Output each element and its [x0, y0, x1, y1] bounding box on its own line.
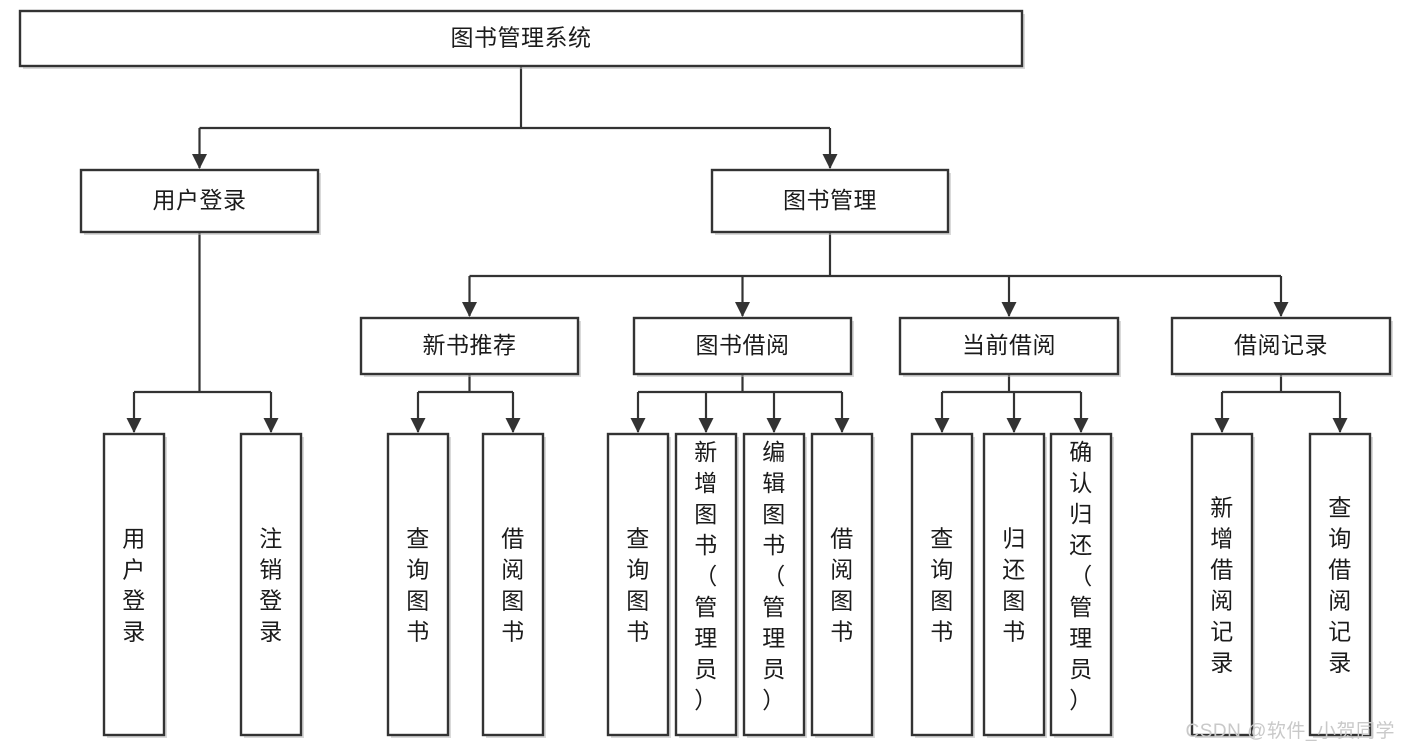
node-label: 新增借阅记录 — [1210, 495, 1234, 676]
node-label: 归还图书 — [1002, 526, 1026, 645]
arrow-head — [1273, 302, 1289, 317]
connector-layer — [126, 66, 1348, 433]
node-label: 图书管理 — [783, 187, 877, 213]
node-label: 编辑图书（管理员） — [762, 439, 786, 713]
arrow-head — [630, 418, 646, 433]
node-rect[interactable] — [18, 9, 1024, 68]
node-label: 新书推荐 — [423, 332, 517, 358]
arrow-head — [1073, 418, 1089, 433]
node-user-login[interactable]: 用户登录 — [79, 168, 321, 235]
node-label: 确认归还（管理员） — [1069, 439, 1093, 713]
arrow-head — [192, 154, 207, 169]
node-book-borrow[interactable]: 图书借阅 — [632, 316, 854, 377]
node-rect[interactable] — [710, 168, 950, 234]
node-borrow-record[interactable]: 借阅记录 — [1170, 316, 1393, 377]
node-leaf-user-login[interactable]: 用户登录 — [102, 432, 167, 738]
node-rect[interactable] — [674, 432, 738, 737]
node-leaf-confirm-return[interactable]: 确认归还（管理员） — [1049, 432, 1114, 738]
node-rect[interactable] — [810, 432, 874, 737]
node-leaf-query-book-borrow[interactable]: 查询图书 — [606, 432, 671, 738]
node-label: 查询图书 — [930, 526, 954, 645]
node-label: 借阅图书 — [830, 526, 854, 645]
node-leaf-query-record[interactable]: 查询借阅记录 — [1308, 432, 1373, 738]
node-layer: 图书管理系统用户登录图书管理新书推荐图书借阅当前借阅借阅记录用户登录注销登录查询… — [18, 9, 1393, 738]
node-leaf-borrow-book[interactable]: 借阅图书 — [810, 432, 875, 738]
node-label: 查询图书 — [406, 526, 430, 645]
node-rect[interactable] — [239, 432, 303, 737]
arrow-head — [126, 418, 142, 433]
node-rect[interactable] — [742, 432, 806, 737]
arrow-head — [1332, 418, 1348, 433]
node-label: 用户登录 — [122, 526, 146, 645]
node-leaf-edit-book[interactable]: 编辑图书（管理员） — [742, 432, 807, 738]
node-label: 查询借阅记录 — [1328, 495, 1352, 676]
arrow-head — [410, 418, 426, 433]
edge-group-current-borrow — [934, 374, 1089, 433]
arrow-head — [1214, 418, 1230, 433]
node-label: 图书借阅 — [696, 332, 790, 358]
node-leaf-add-record[interactable]: 新增借阅记录 — [1190, 432, 1255, 738]
arrow-head — [766, 418, 782, 433]
node-rect[interactable] — [898, 316, 1120, 376]
arrow-head — [1006, 418, 1022, 433]
node-rect[interactable] — [1170, 316, 1392, 376]
edge-group-root — [192, 66, 838, 169]
node-rect[interactable] — [359, 316, 580, 376]
node-leaf-return-book[interactable]: 归还图书 — [982, 432, 1047, 738]
node-label: 图书管理系统 — [451, 25, 592, 51]
node-label: 注销登录 — [259, 526, 283, 645]
arrow-head — [505, 418, 521, 433]
node-rect[interactable] — [79, 168, 320, 234]
node-label: 借阅图书 — [501, 526, 525, 645]
arrow-head — [1001, 302, 1017, 317]
node-rect[interactable] — [1049, 432, 1113, 737]
node-current-borrow[interactable]: 当前借阅 — [898, 316, 1121, 377]
node-book-manage[interactable]: 图书管理 — [710, 168, 951, 235]
node-rect[interactable] — [910, 432, 974, 737]
edge-group-borrow-record — [1214, 374, 1348, 433]
arrow-head — [263, 418, 279, 433]
node-leaf-add-book[interactable]: 新增图书（管理员） — [674, 432, 739, 738]
node-label: 新增图书（管理员） — [694, 439, 718, 713]
node-rect[interactable] — [1308, 432, 1372, 737]
node-rect[interactable] — [481, 432, 545, 737]
node-rect[interactable] — [982, 432, 1046, 737]
edge-group-user-login — [126, 232, 279, 433]
arrow-head — [834, 418, 850, 433]
arrow-head — [934, 418, 950, 433]
arrow-head — [698, 418, 714, 433]
node-label: 借阅记录 — [1234, 332, 1328, 358]
node-rect[interactable] — [606, 432, 670, 737]
node-rect[interactable] — [632, 316, 853, 376]
node-leaf-query-book-rec[interactable]: 查询图书 — [386, 432, 451, 738]
node-leaf-logout[interactable]: 注销登录 — [239, 432, 304, 738]
node-leaf-borrow-book-rec[interactable]: 借阅图书 — [481, 432, 546, 738]
node-rect[interactable] — [1190, 432, 1254, 737]
node-label: 当前借阅 — [962, 332, 1056, 358]
edge-group-book-borrow — [630, 374, 850, 433]
node-root[interactable]: 图书管理系统 — [18, 9, 1025, 69]
node-new-book-recommend[interactable]: 新书推荐 — [359, 316, 581, 377]
arrow-head — [462, 302, 477, 317]
node-rect[interactable] — [102, 432, 166, 737]
node-rect[interactable] — [386, 432, 450, 737]
watermark-label: CSDN @软件_小贺同学 — [1185, 721, 1395, 742]
node-label: 查询图书 — [626, 526, 650, 645]
node-label: 用户登录 — [153, 187, 247, 213]
edge-group-book-manage — [462, 232, 1289, 317]
arrow-head — [735, 302, 750, 317]
arrow-head — [822, 154, 838, 169]
edge-group-new-book-recommend — [410, 374, 521, 433]
node-leaf-query-book-current[interactable]: 查询图书 — [910, 432, 975, 738]
